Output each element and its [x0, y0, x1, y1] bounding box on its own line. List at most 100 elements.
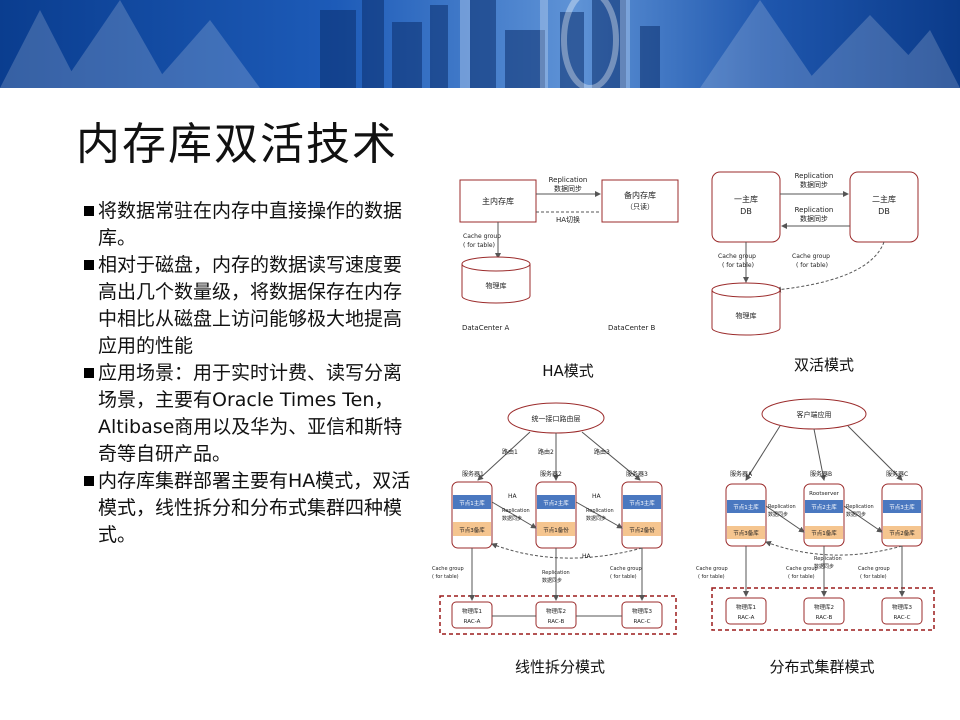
svg-text:Replication: Replication — [795, 206, 834, 214]
active-active-diagram: 一主库 DB 二主库 DB Replication 数据同步 Replicati… — [711, 171, 919, 374]
svg-text:( for table): ( for table) — [463, 242, 495, 249]
svg-text:服务器C: 服务器C — [886, 470, 908, 478]
bullet-item: 内存库集群部署主要有HA模式，双活模式，线性拆分和分布式集群四种模式。 — [84, 468, 414, 549]
svg-text:Replication: Replication — [768, 504, 796, 510]
svg-text:数据同步: 数据同步 — [768, 511, 788, 518]
svg-text:数据同步: 数据同步 — [800, 180, 828, 189]
svg-text:物理库2: 物理库2 — [814, 603, 834, 611]
svg-text:统一接口路由层: 统一接口路由层 — [532, 414, 581, 423]
svg-text:节点3主库: 节点3主库 — [889, 503, 915, 511]
slide-title: 内存库双活技术 — [76, 119, 398, 170]
distributed-cluster-diagram: 客户端应用 服务器A 服务器B 服务器C 节点1主库 节点3备库 Rootser… — [696, 398, 935, 676]
svg-text:Replication: Replication — [586, 508, 614, 514]
svg-text:数据同步: 数据同步 — [554, 184, 582, 193]
svg-text:HA切换: HA切换 — [556, 215, 580, 224]
svg-text:物理库: 物理库 — [736, 311, 757, 320]
svg-text:节点3备库: 节点3备库 — [733, 529, 759, 537]
svg-text:( for table): ( for table) — [788, 574, 815, 580]
svg-text:数据同步: 数据同步 — [800, 214, 828, 223]
svg-text:节点2备份: 节点2备份 — [629, 526, 655, 534]
svg-text:节点1主库: 节点1主库 — [459, 499, 485, 507]
svg-text:客户端应用: 客户端应用 — [797, 410, 832, 419]
svg-text:( for table): ( for table) — [722, 262, 754, 269]
header-banner — [0, 0, 960, 88]
svg-text:数据同步: 数据同步 — [542, 577, 562, 584]
svg-text:物理库3: 物理库3 — [892, 603, 913, 611]
svg-text:Replication: Replication — [549, 176, 588, 184]
linear-split-diagram: 统一接口路由层 路由1 路由2 路由3 服务器1 服务器2 服务器3 节点1主库… — [432, 402, 677, 676]
svg-text:数据同步: 数据同步 — [502, 515, 522, 522]
bullet-item: 将数据常驻在内存中直接操作的数据库。 — [84, 198, 414, 252]
square-bullet-icon — [84, 260, 94, 270]
svg-text:Cache group: Cache group — [463, 233, 501, 240]
svg-text:节点2主库: 节点2主库 — [811, 503, 837, 511]
square-bullet-icon — [84, 206, 94, 216]
svg-text:DB: DB — [740, 207, 752, 216]
svg-text:节点2备库: 节点2备库 — [889, 529, 915, 537]
bullet-item: 应用场景：用于实时计费、读写分离场景，主要有Oracle Times Ten，A… — [84, 360, 414, 468]
square-bullet-icon — [84, 476, 94, 486]
svg-text:物理库: 物理库 — [486, 281, 507, 290]
svg-text:HA: HA — [582, 553, 592, 560]
square-bullet-icon — [84, 368, 94, 378]
svg-text:RAC-A: RAC-A — [738, 615, 755, 621]
svg-text:RAC-C: RAC-C — [634, 619, 651, 625]
svg-text:Replication: Replication — [814, 556, 842, 562]
bullet-item: 相对于磁盘，内存的数据读写速度要高出几个数量级，将数据保存在内存中相比从磁盘上访… — [84, 252, 414, 360]
svg-text:服务器1: 服务器1 — [462, 470, 484, 478]
svg-text:服务器B: 服务器B — [810, 470, 832, 478]
svg-text:Cache group: Cache group — [718, 253, 756, 260]
svg-text:主内存库: 主内存库 — [482, 196, 514, 206]
storage-frame — [439, 595, 677, 635]
architecture-diagrams: 主内存库 备内存库 （只读） Replication 数据同步 HA切换 Cac… — [432, 171, 935, 676]
svg-text:服务器2: 服务器2 — [540, 470, 562, 478]
svg-text:RAC-B: RAC-B — [548, 619, 565, 625]
ha-mode-diagram: 主内存库 备内存库 （只读） Replication 数据同步 HA切换 Cac… — [459, 176, 679, 380]
svg-text:节点3备库: 节点3备库 — [459, 526, 485, 534]
svg-text:( for table): ( for table) — [860, 574, 887, 580]
svg-text:Cache group: Cache group — [610, 566, 642, 572]
svg-text:数据同步: 数据同步 — [846, 511, 866, 518]
svg-text:HA: HA — [508, 493, 518, 500]
svg-text:物理库3: 物理库3 — [632, 607, 653, 615]
svg-text:( for table): ( for table) — [796, 262, 828, 269]
svg-text:Rootserver: Rootserver — [809, 491, 840, 497]
svg-text:Cache group: Cache group — [858, 566, 890, 572]
active-active-caption: 双活模式 — [794, 356, 854, 374]
svg-text:路由1: 路由1 — [502, 448, 518, 456]
storage-frame — [711, 587, 935, 631]
svg-text:物理库1: 物理库1 — [462, 607, 482, 615]
svg-text:Replication: Replication — [502, 508, 530, 514]
distributed-cluster-caption: 分布式集群模式 — [769, 658, 874, 676]
svg-text:Replication: Replication — [846, 504, 874, 510]
svg-text:节点1主库: 节点1主库 — [733, 503, 759, 511]
bullet-list: 将数据常驻在内存中直接操作的数据库。 相对于磁盘，内存的数据读写速度要高出几个数… — [84, 198, 414, 549]
svg-text:( for table): ( for table) — [698, 574, 725, 580]
svg-text:（只读）: （只读） — [626, 202, 654, 211]
svg-text:节点1备库: 节点1备库 — [811, 529, 837, 537]
svg-text:二主库: 二主库 — [872, 194, 896, 204]
svg-text:服务器3: 服务器3 — [626, 470, 648, 478]
svg-text:RAC-B: RAC-B — [816, 615, 833, 621]
svg-text:DataCenter A: DataCenter A — [462, 324, 509, 332]
svg-text:Cache group: Cache group — [786, 566, 818, 572]
svg-text:节点2主库: 节点2主库 — [543, 499, 569, 507]
svg-text:Cache group: Cache group — [792, 253, 830, 260]
svg-text:RAC-C: RAC-C — [894, 615, 911, 621]
svg-text:备内存库: 备内存库 — [624, 190, 656, 200]
svg-text:Cache group: Cache group — [432, 566, 464, 572]
svg-text:DB: DB — [878, 207, 890, 216]
svg-text:DataCenter B: DataCenter B — [608, 324, 655, 332]
svg-text:节点3主库: 节点3主库 — [629, 499, 655, 507]
svg-text:数据同步: 数据同步 — [586, 515, 606, 522]
linear-split-caption: 线性拆分模式 — [515, 658, 605, 676]
svg-text:服务器A: 服务器A — [730, 470, 753, 478]
svg-text:RAC-A: RAC-A — [464, 619, 481, 625]
svg-text:节点1备份: 节点1备份 — [543, 526, 569, 534]
svg-text:一主库: 一主库 — [734, 194, 758, 204]
svg-text:Cache group: Cache group — [696, 566, 728, 572]
svg-text:( for table): ( for table) — [432, 574, 459, 580]
svg-text:HA: HA — [592, 493, 602, 500]
svg-text:路由3: 路由3 — [594, 448, 610, 456]
svg-text:Replication: Replication — [795, 172, 834, 180]
